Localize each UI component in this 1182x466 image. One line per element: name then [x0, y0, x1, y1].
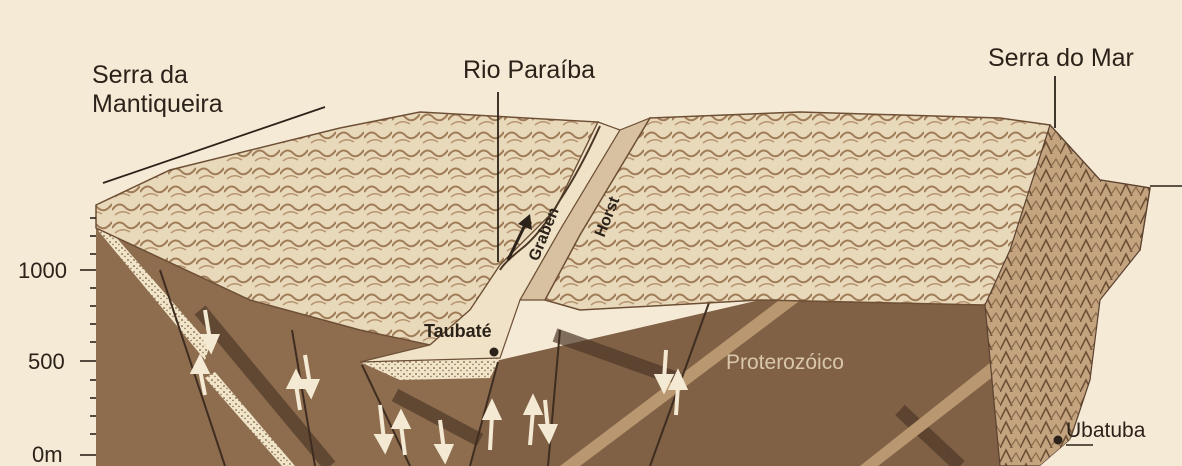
label-serra-do-mar: Serra do Mar — [988, 44, 1134, 72]
ubatuba-marker — [1054, 436, 1063, 445]
axis-tick-1000: 1000 — [18, 258, 67, 283]
label-serra-da-mantiqueira-line1: Serra da — [92, 61, 188, 89]
axis-tick-0m: 0m — [32, 442, 63, 466]
label-ubatuba: Ubatuba — [1066, 419, 1146, 442]
label-serra-da-mantiqueira-line2: Mantiqueira — [92, 90, 223, 118]
label-taubate: Taubaté — [424, 321, 492, 341]
axis-tick-500: 500 — [28, 349, 65, 374]
taubate-marker — [490, 348, 499, 357]
label-rio-paraiba: Rio Paraíba — [463, 56, 595, 84]
label-proterozoico: Proterozóico — [726, 351, 844, 374]
